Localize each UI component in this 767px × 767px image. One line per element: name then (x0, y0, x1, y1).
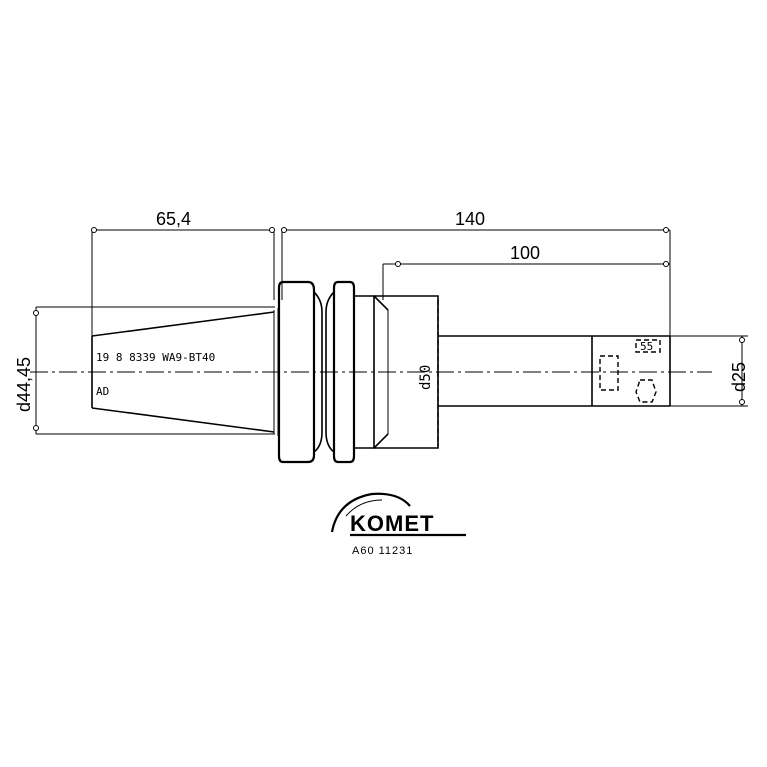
dimension-overall-length: 140 (281, 209, 671, 406)
taper-spec-label: 19 8 8339 WA9-BT40 (96, 351, 215, 364)
dimension-taper-length: 65,4 (91, 209, 275, 355)
dim-label-overall-length: 140 (455, 209, 485, 229)
dimension-bore-diameter: d25 (670, 335, 749, 407)
body-section: d50 (354, 295, 439, 449)
bore-tag-label: 55 (640, 340, 653, 353)
dimension-flange-diameter: d44,45 (14, 306, 275, 435)
dimension-projection-length: 100 (382, 243, 670, 300)
flange-collar (277, 280, 356, 464)
taper-shank: 19 8 8339 WA9-BT40 AD (91, 308, 279, 436)
dim-label-taper-length: 65,4 (156, 209, 191, 229)
komet-brand-label: KOMET (350, 511, 434, 536)
dim-label-flange-diameter: d44,45 (14, 357, 34, 412)
projection-shank (438, 335, 671, 407)
bore-detail: 55 (599, 339, 661, 403)
dim-label-bore-diameter: d25 (729, 362, 749, 392)
komet-logo: KOMET A60 11231 (330, 492, 466, 557)
article-number-label: A60 11231 (352, 545, 413, 557)
dim-label-projection-length: 100 (510, 243, 540, 263)
marking-ad-label: AD (96, 385, 109, 398)
dim-label-body-diameter: d50 (418, 365, 434, 390)
